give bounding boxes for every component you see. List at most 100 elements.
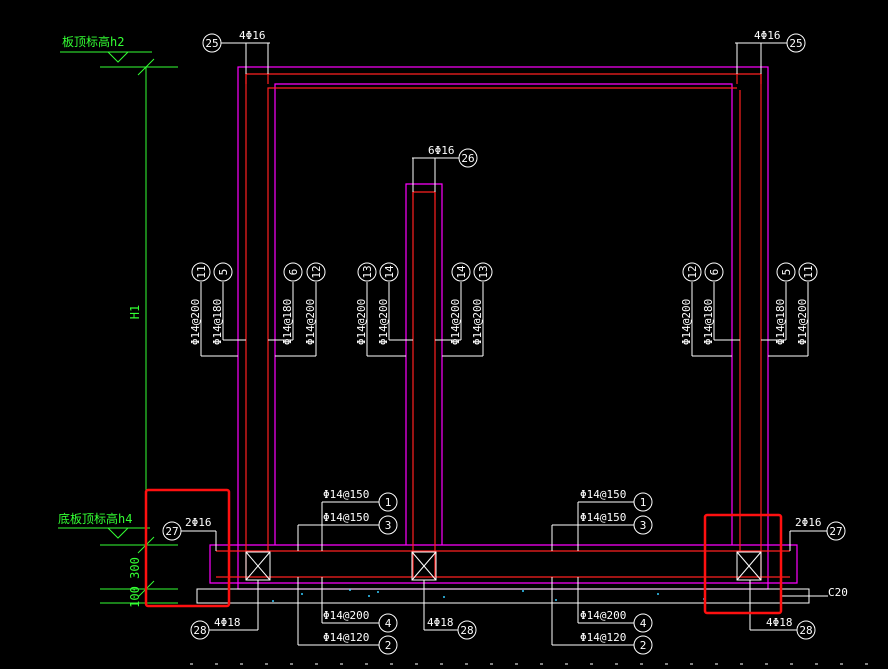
svg-text:Φ14@120: Φ14@120 [323,631,369,644]
svg-text:Φ14@200: Φ14@200 [323,609,369,622]
svg-text:Φ14@150: Φ14@150 [323,488,369,501]
svg-text:14: 14 [383,265,396,279]
svg-text:4Φ16: 4Φ16 [239,29,266,42]
callout-wall-left-2: 5 Φ14@180 [211,262,233,345]
callout-wall-right-2: 6 Φ14@180 [702,262,724,345]
top-slab-elevation: 板顶标高h2 [62,34,124,49]
svg-text:2Φ16: 2Φ16 [795,516,822,529]
svg-text:Φ14@200: Φ14@200 [680,299,693,345]
svg-text:1: 1 [640,496,647,509]
svg-text:6: 6 [287,269,300,276]
svg-text:Φ14@150: Φ14@150 [580,488,626,501]
svg-text:26: 26 [461,152,474,165]
svg-text:Φ14@200: Φ14@200 [796,299,809,345]
svg-text:5: 5 [217,269,230,276]
svg-text:3: 3 [385,519,392,532]
svg-text:28: 28 [460,624,473,637]
outer-rebar-loop [245,73,762,580]
svg-text:Φ14@180: Φ14@180 [702,299,715,345]
svg-text:11: 11 [195,265,208,278]
svg-text:27: 27 [829,525,842,538]
svg-text:27: 27 [165,525,178,538]
callout-bottom-right: 28 4Φ18 [749,580,816,640]
callout-bottom-left: 28 4Φ18 [190,580,259,640]
callout-wall-mid-3: 14 Φ14@200 [449,262,471,345]
callout-wall-right-1: 12 Φ14@200 [680,262,702,356]
dim-300: 300 [128,557,142,579]
highlight-box-left [144,488,231,608]
svg-text:5: 5 [780,269,793,276]
svg-text:25: 25 [205,37,218,50]
dim-h1: H1 [128,305,142,319]
callout-bottom-mid: 28 4Φ18 [423,580,477,640]
svg-text:1: 1 [385,496,392,509]
svg-text:13: 13 [477,265,490,278]
callout-wall-left-1: 11 Φ14@200 [189,262,211,356]
svg-text:Φ14@200: Φ14@200 [580,609,626,622]
slab-top-callouts-right: 1 Φ14@150 3 Φ14@150 [551,488,653,551]
callout-wall-mid-1: 13 Φ14@200 [355,262,377,356]
svg-text:4: 4 [640,617,647,630]
svg-text:2Φ16: 2Φ16 [185,516,212,529]
svg-text:Φ14@200: Φ14@200 [377,299,390,345]
svg-text:4Φ18: 4Φ18 [427,616,454,629]
svg-text:4Φ16: 4Φ16 [754,29,781,42]
callout-mid-top: 26 6Φ16 [412,144,478,192]
mid-wall-rebar [412,191,436,577]
wall-callouts-mid: 13 Φ14@200 14 Φ14@200 14 Φ14@200 13 Φ14@… [355,262,493,357]
svg-text:3: 3 [640,519,647,532]
callout-wall-left-4: 12 Φ14@200 [304,262,326,356]
callout-wall-right-3: 5 Φ14@180 [774,262,796,345]
svg-text:Φ14@200: Φ14@200 [471,299,484,345]
rebar-lines [216,73,790,580]
svg-text:Φ14@150: Φ14@150 [580,511,626,524]
svg-text:Φ14@120: Φ14@120 [580,631,626,644]
callout-top-left: 25 4Φ16 [202,29,270,74]
svg-text:6Φ16: 6Φ16 [428,144,455,157]
svg-text:Φ14@180: Φ14@180 [211,299,224,345]
callout-wall-left-3: 6 Φ14@180 [281,262,303,345]
callout-wall-mid-2: 14 Φ14@200 [377,262,399,345]
svg-text:Φ14@150: Φ14@150 [323,511,369,524]
callout-top-right: 25 4Φ16 [735,29,806,74]
svg-text:28: 28 [799,624,812,637]
svg-text:28: 28 [193,624,206,637]
svg-text:25: 25 [789,37,802,50]
wall-callouts-left: 11 Φ14@200 5 Φ14@180 6 Φ14@180 12 Φ14@20… [189,262,326,357]
blinding-layer [196,588,828,604]
slab-bottom-callouts-right: 4 Φ14@200 2 Φ14@120 [551,577,653,655]
svg-text:12: 12 [686,265,699,278]
mid-wall-outline [405,183,443,545]
svg-text:Φ14@180: Φ14@180 [774,299,787,345]
svg-text:11: 11 [802,265,815,278]
svg-text:4Φ18: 4Φ18 [766,616,793,629]
blinding-hatch [272,589,705,602]
svg-text:Φ14@180: Φ14@180 [281,299,294,345]
svg-text:Φ14@200: Φ14@200 [304,299,317,345]
svg-text:2: 2 [385,639,392,652]
inner-cavity-outline [274,83,733,545]
callout-corner-right: 27 2Φ16 [789,516,846,551]
svg-text:2: 2 [640,639,647,652]
concrete-grade: C20 [828,586,848,599]
svg-text:12: 12 [310,265,323,278]
wall-callouts-right: 12 Φ14@200 6 Φ14@180 5 Φ14@180 11 Φ14@20… [680,262,818,357]
slab-top-callouts-left: 1 Φ14@150 3 Φ14@150 [297,488,398,551]
slab-bottom-callouts-left: 4 Φ14@200 2 Φ14@120 [297,577,398,655]
svg-text:4Φ18: 4Φ18 [214,616,241,629]
highlight-box-right [703,513,783,615]
svg-text:13: 13 [361,265,374,278]
slab-outline [209,544,798,584]
dim-100: 100 [128,586,142,608]
callout-wall-mid-4: 13 Φ14@200 [471,262,493,356]
svg-text:Φ14@200: Φ14@200 [189,299,202,345]
callout-wall-right-4: 11 Φ14@200 [796,262,818,356]
bottom-slab-elevation: 底板顶标高h4 [58,511,132,526]
svg-text:4: 4 [385,617,392,630]
svg-text:6: 6 [708,269,721,276]
svg-text:14: 14 [455,265,468,279]
svg-text:Φ14@200: Φ14@200 [355,299,368,345]
callout-corner-left: 27 2Φ16 [162,516,217,551]
haunch-marks [245,551,762,581]
